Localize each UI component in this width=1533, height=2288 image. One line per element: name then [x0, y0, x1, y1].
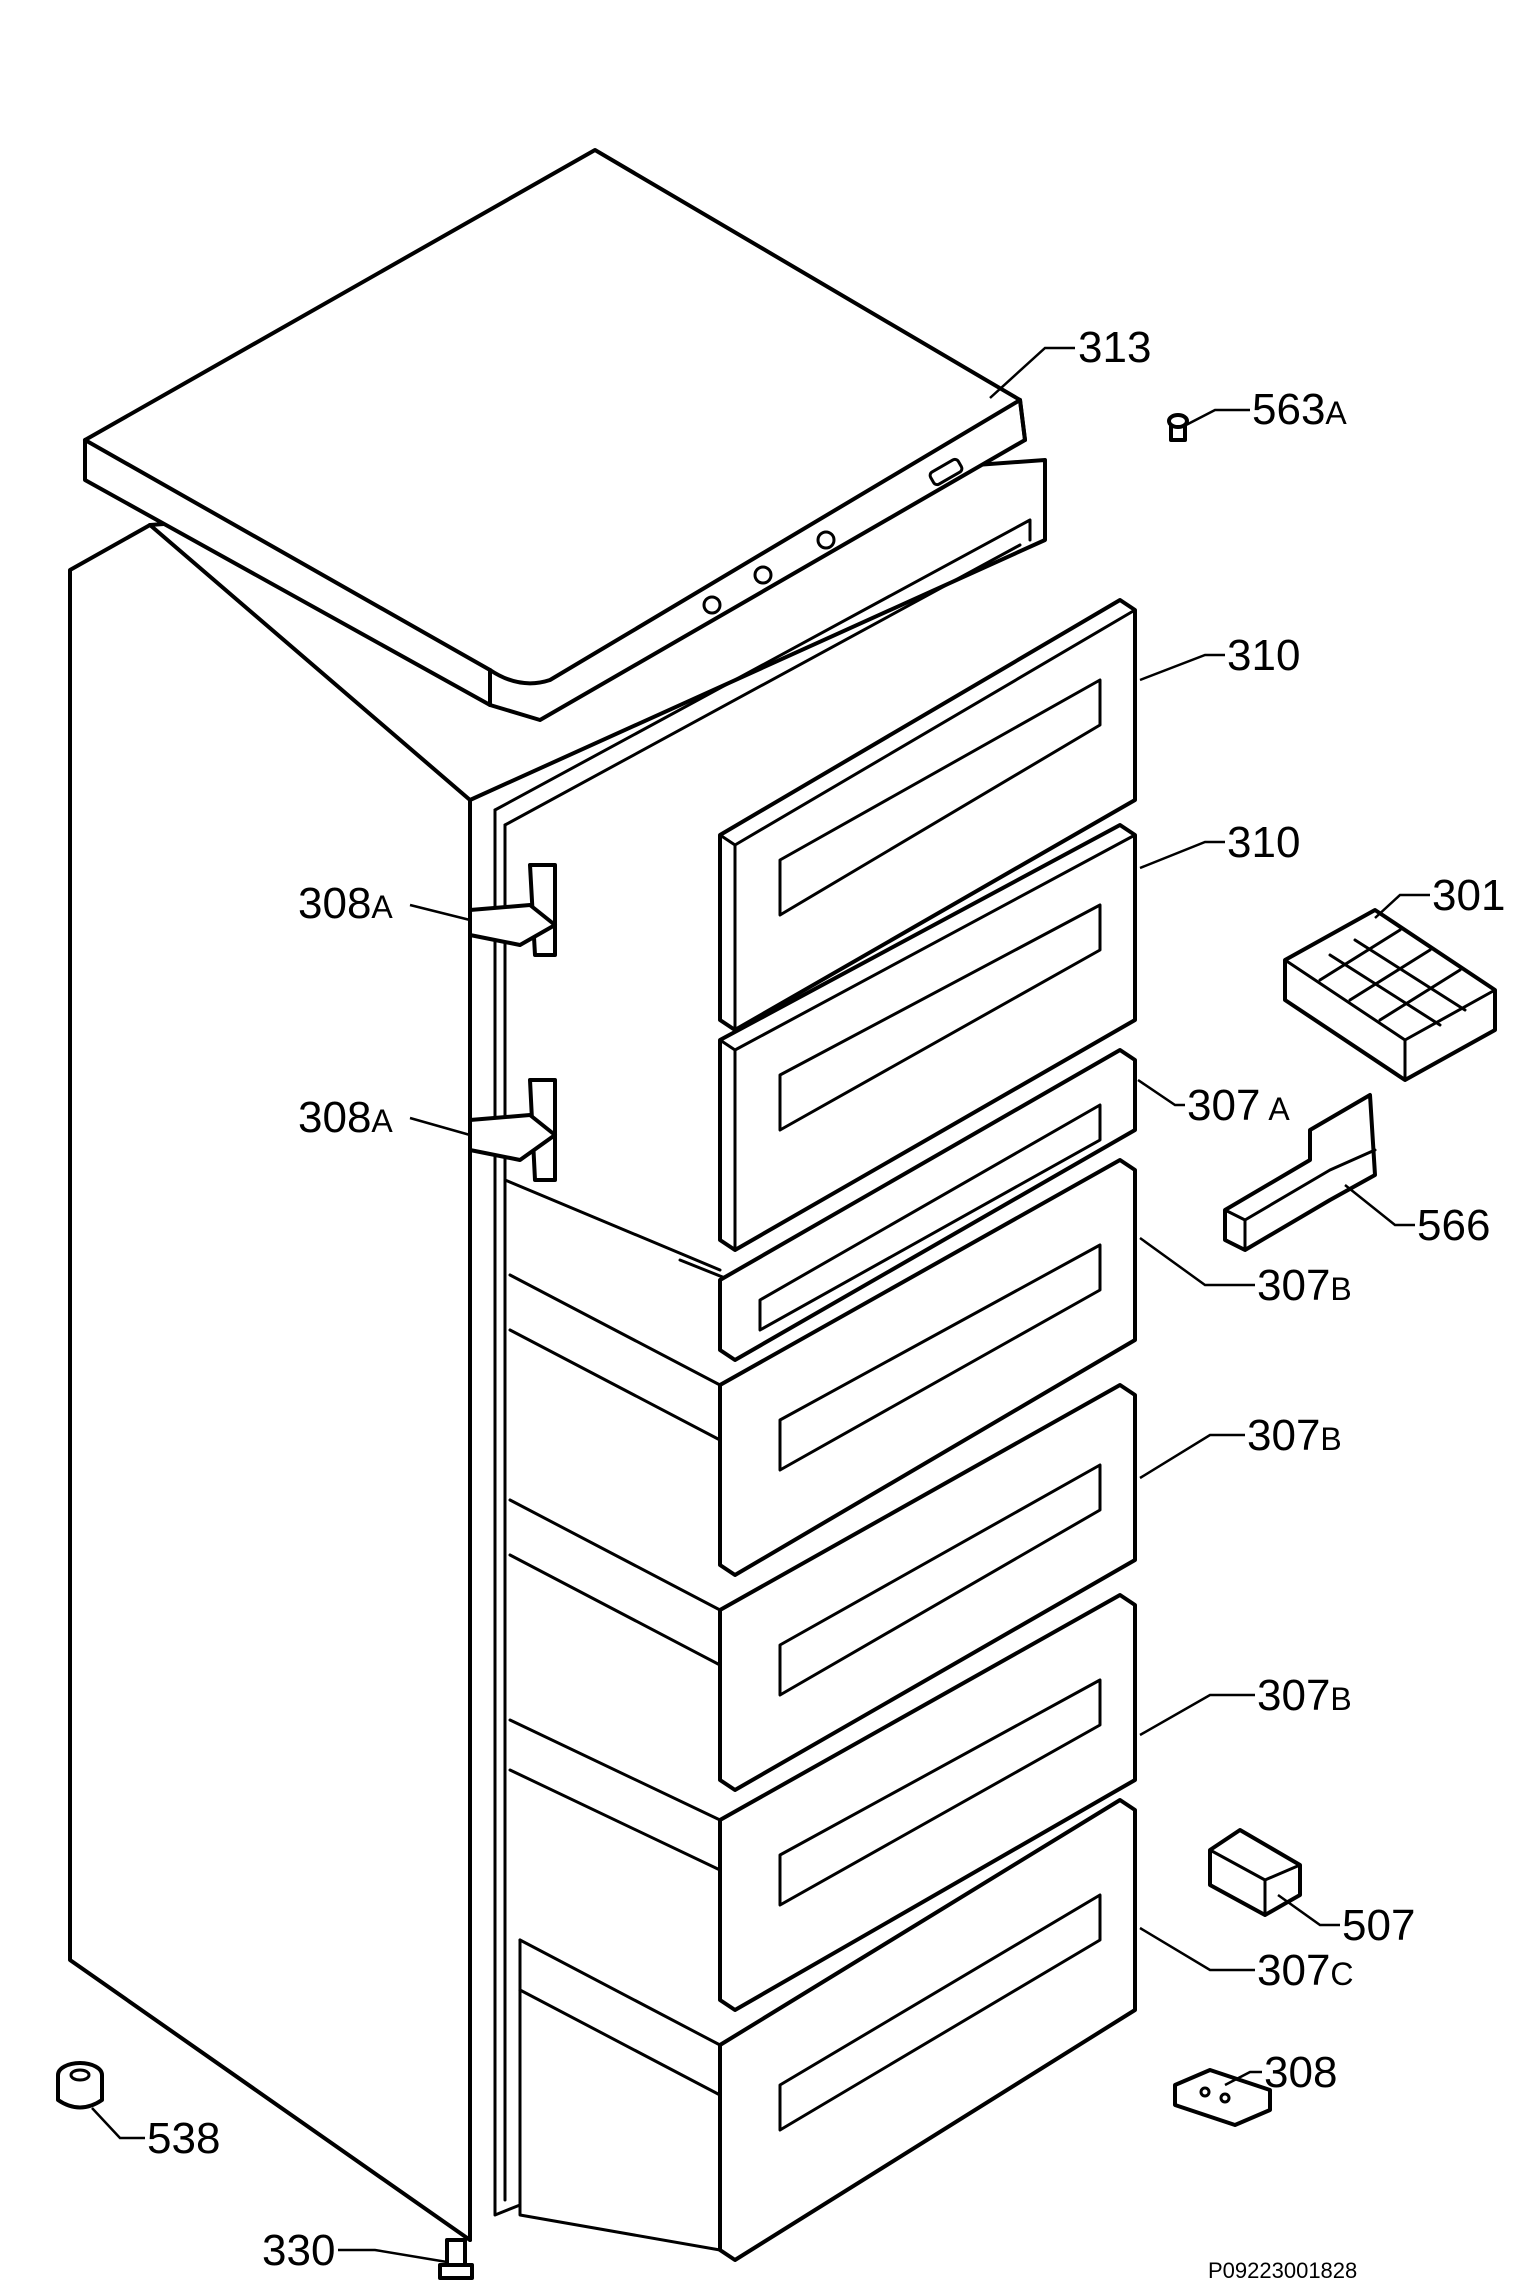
part-label-313: 313: [1078, 323, 1151, 372]
part-label-308a-lower: 308A: [298, 1093, 393, 1142]
control-knob-icon: [753, 565, 773, 585]
part-label-330: 330: [262, 2226, 335, 2275]
part-label-307b-2: 307B: [1247, 1411, 1342, 1460]
adjustable-foot: [56, 2061, 104, 2110]
lamp-bulb: [1167, 413, 1189, 442]
part-label-566: 566: [1417, 1201, 1490, 1250]
part-label-538: 538: [147, 2114, 220, 2163]
screw: [438, 2238, 474, 2280]
drawer-bottom: [518, 1798, 1137, 2262]
part-label-308a-upper: 308A: [298, 879, 393, 928]
part-label-310-upper: 310: [1227, 631, 1300, 680]
part-label-307b-1: 307B: [1257, 1261, 1352, 1310]
hinge-plate: [1173, 2068, 1272, 2127]
part-label-563a: 563A: [1252, 385, 1347, 434]
indicator-lights-icon: [928, 457, 964, 487]
flap-lower: [718, 823, 1137, 1252]
part-label-308: 308: [1264, 2048, 1337, 2097]
drawer-2: [508, 1383, 1137, 1792]
part-label-310-lower: 310: [1227, 818, 1300, 867]
door-hinge-upper: [468, 863, 557, 957]
part-label-307b-3: 307B: [1257, 1671, 1352, 1720]
ice-cube-tray: [1283, 908, 1497, 1082]
drawing-code: P09223001828: [1208, 2258, 1357, 2283]
shallow-drawer: [718, 1048, 1137, 1362]
door-handle-part: [1208, 1828, 1302, 1917]
cabinet-body: [68, 458, 1047, 2242]
drawer-1: [508, 1158, 1137, 1577]
part-label-307c: 307C: [1257, 1946, 1354, 1995]
part-label-507: 507: [1342, 1901, 1415, 1950]
control-knob-icon: [702, 595, 722, 615]
control-knob-icon: [816, 530, 836, 550]
drawer-3: [508, 1593, 1137, 2012]
top-cover: [83, 148, 1027, 722]
part-label-301: 301: [1432, 871, 1505, 920]
leader-lines: [91, 346, 1430, 2264]
ice-scraper: [1223, 1093, 1377, 1252]
door-hinge-lower: [468, 1078, 557, 1182]
flap-upper: [718, 598, 1137, 1032]
